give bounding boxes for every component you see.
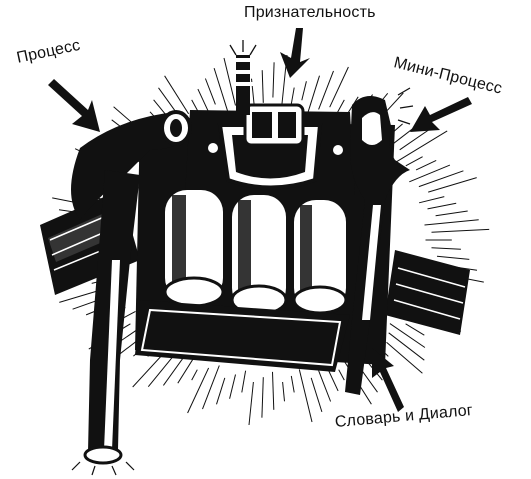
burst-ray xyxy=(248,381,254,426)
pocket-right xyxy=(292,200,348,315)
burst-ray xyxy=(415,159,437,171)
burst-ray xyxy=(229,374,236,399)
burst-ray xyxy=(204,78,216,105)
burst-ray xyxy=(424,219,479,226)
burst-ray xyxy=(290,87,295,105)
arrow-icon-mini-process xyxy=(410,97,472,132)
arrow-icon-dictionary-dialog xyxy=(372,348,404,412)
burst-ray xyxy=(177,356,195,384)
burst-ray xyxy=(164,75,190,115)
burst-ray xyxy=(241,370,247,393)
burst-ray xyxy=(427,202,457,210)
burst-ray xyxy=(436,255,470,260)
burst-ray xyxy=(147,357,173,388)
burst-ray xyxy=(389,323,426,348)
pocket-middle xyxy=(230,195,288,316)
arrow-icon-process xyxy=(48,79,100,132)
burst-ray xyxy=(162,357,184,386)
burst-ray xyxy=(395,130,448,163)
belt-strap-right xyxy=(385,250,470,335)
burst-ray xyxy=(187,367,210,414)
burst-rays xyxy=(46,54,490,426)
burst-ray xyxy=(418,170,464,188)
burst-ray xyxy=(405,156,423,167)
burst-ray xyxy=(272,371,275,410)
burst-ray xyxy=(202,365,220,410)
burst-ray xyxy=(388,332,425,361)
burst-ray xyxy=(431,247,461,250)
burst-ray xyxy=(191,369,198,381)
burst-ray xyxy=(298,369,313,423)
burst-ray xyxy=(418,196,445,204)
arrow-icon-gratitude xyxy=(280,28,310,78)
burst-ray xyxy=(310,377,323,413)
burst-ray xyxy=(435,210,468,217)
burst-ray xyxy=(307,75,320,113)
tool-pouch xyxy=(135,103,395,372)
burst-ray xyxy=(197,88,210,113)
burst-ray xyxy=(261,70,264,103)
burst-ray xyxy=(272,62,275,98)
burst-ray xyxy=(405,323,425,336)
burst-ray xyxy=(409,164,451,183)
burst-ray xyxy=(318,70,334,110)
burst-ray xyxy=(399,127,433,151)
burst-ray xyxy=(329,66,349,108)
burst-ray xyxy=(213,67,229,113)
hammer-icon xyxy=(71,110,192,476)
burst-ray xyxy=(223,57,236,106)
pocket-left xyxy=(163,190,225,308)
burst-ray xyxy=(290,375,295,393)
burst-ray xyxy=(431,228,490,233)
burst-ray xyxy=(386,341,423,374)
screwdriver-icon xyxy=(229,40,257,115)
burst-ray xyxy=(301,81,307,101)
label-gratitude: Признательность xyxy=(244,4,376,21)
burst-ray xyxy=(318,370,332,402)
burst-ray xyxy=(282,381,285,402)
burst-ray xyxy=(338,369,345,381)
burst-ray xyxy=(428,177,477,193)
wrench-icon xyxy=(345,87,414,395)
burst-ray xyxy=(261,377,264,418)
burst-ray xyxy=(216,377,226,405)
